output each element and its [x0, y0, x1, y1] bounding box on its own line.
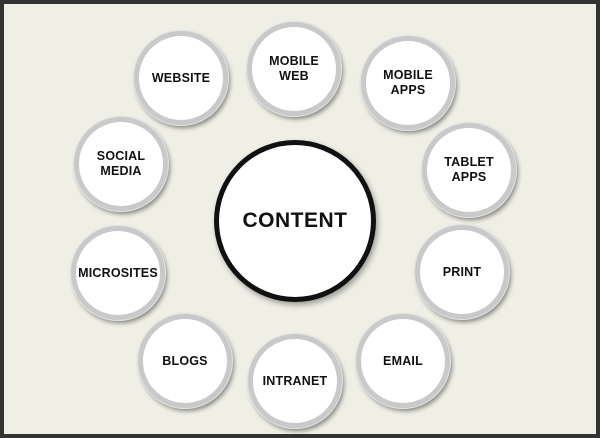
node-mobile-web: MOBILE WEB [247, 22, 341, 116]
node-microsites-label: MICROSITES [78, 265, 158, 280]
node-microsites: MICROSITES [71, 226, 165, 320]
node-social-media: SOCIAL MEDIA [74, 117, 168, 211]
node-blogs: BLOGS [138, 314, 232, 408]
node-social-media-label: SOCIAL MEDIA [96, 149, 146, 178]
node-website-label: WEBSITE [151, 70, 211, 85]
node-mobile-apps-label: MOBILE APPS [383, 68, 433, 97]
node-mobile-web-label: MOBILE WEB [269, 54, 319, 83]
node-email-label: EMAIL [383, 353, 423, 368]
node-mobile-apps: MOBILE APPS [361, 36, 455, 130]
node-blogs-label: BLOGS [162, 353, 208, 368]
content-hub-label: CONTENT [242, 209, 348, 232]
node-print: PRINT [415, 225, 509, 319]
node-intranet: INTRANET [248, 334, 342, 428]
node-email: EMAIL [356, 314, 450, 408]
node-tablet-apps-label: TABLET APPS [444, 155, 494, 184]
node-intranet-label: INTRANET [262, 373, 328, 388]
content-hub-circle: CONTENT [214, 140, 376, 302]
node-print-label: PRINT [442, 264, 482, 279]
node-website: WEBSITE [134, 31, 228, 125]
node-tablet-apps: TABLET APPS [422, 123, 516, 217]
